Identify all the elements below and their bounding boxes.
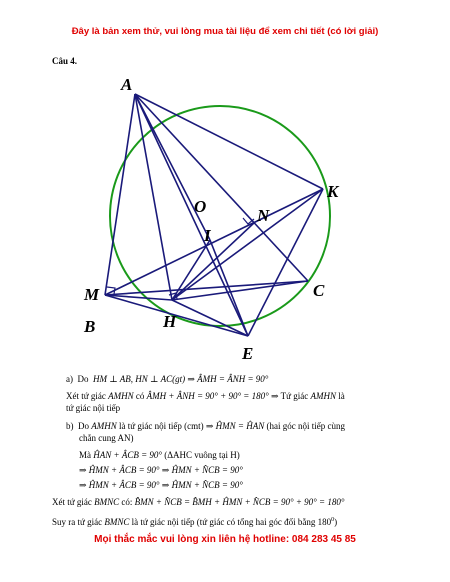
solution-line-a1: a) Do HM ⊥ AB, HN ⊥ AC(gt) ⇒ ÂMH = ÂNH =… <box>66 374 269 384</box>
point-label-k: K <box>326 182 340 201</box>
point-label-a: A <box>120 75 132 94</box>
point-label-h: H <box>162 312 177 331</box>
point-label-o: O <box>194 197 206 216</box>
right-angle-marks <box>106 217 255 300</box>
preview-banner: Đây là bản xem thử, vui lòng mua tài liệ… <box>71 26 379 37</box>
point-label-c: C <box>313 281 325 300</box>
solution-line-c2: ⇒ ĤMN + ÂCB = 90° ⇒ ĤMN + N̂CB = 90° <box>79 465 243 475</box>
solution-line-a3: tứ giác nội tiếp <box>66 403 121 413</box>
solution-line-c3: ⇒ ĤMN + ÂCB = 90° ⇒ ĤMN + N̂CB = 90° <box>79 480 243 490</box>
point-label-b: B <box>83 317 95 336</box>
solution-line-c1: Mà ĤAN + ÂCB = 90° (ΔAHC vuông tại H) <box>79 450 240 460</box>
point-label-i: I <box>203 226 212 245</box>
solution-line-b2: chắn cung AN) <box>79 433 134 443</box>
solution-line-e: Suy ra tứ giác BMNC là tứ giác nội tiếp … <box>52 517 338 527</box>
point-label-n: N <box>256 206 270 225</box>
figure-lines <box>104 93 324 337</box>
hotline-footer: Mọi thắc mắc vui lòng xin liên hệ hotlin… <box>94 534 356 545</box>
circumcircle <box>109 105 331 327</box>
point-label-e: E <box>241 344 253 363</box>
point-label-m: M <box>83 285 100 304</box>
solution-line-d: Xét tứ giác BMNC có: B̂MN + N̂CB = B̂MH … <box>52 497 345 507</box>
solution-line-b1: b) Do AMHN là tứ giác nội tiếp (cmt) ⇒ Ĥ… <box>66 421 345 431</box>
question-title: Câu 4. <box>52 56 78 66</box>
solution-line-a2: Xét tứ giác AMHN có ÂMH + ÂNH = 90° + 90… <box>66 391 345 401</box>
